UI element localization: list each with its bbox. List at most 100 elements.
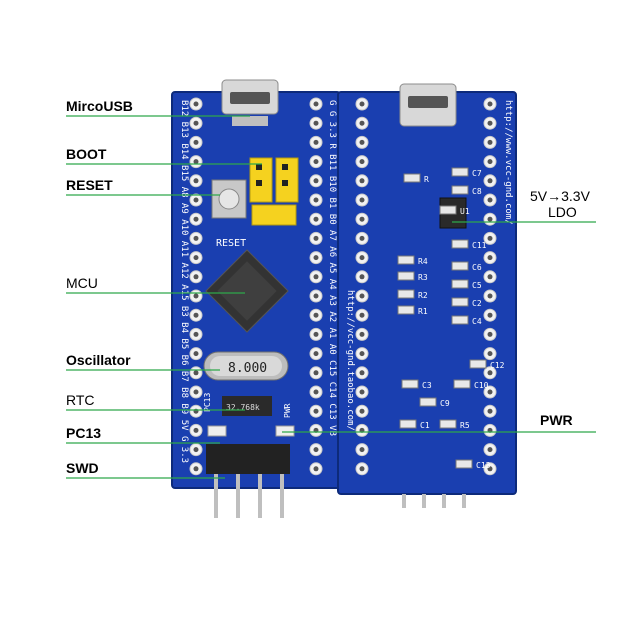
front-pad-hole <box>193 159 199 165</box>
back-pad-hole <box>487 447 493 453</box>
label-microusb: MircoUSB <box>66 98 133 114</box>
back-smd-part <box>439 419 457 429</box>
back-pad-hole <box>359 389 365 395</box>
back-smd-part <box>453 379 471 389</box>
back-pad-hole <box>487 197 493 203</box>
crystal-oscillator <box>203 351 289 381</box>
back-part-label: C13 <box>476 461 491 470</box>
pwr-led <box>275 425 295 437</box>
back-part-label: U1 <box>460 207 470 216</box>
back-part-label: C3 <box>422 381 432 390</box>
back-pad-hole <box>487 408 493 414</box>
back-smd-part <box>469 359 487 369</box>
back-pad-hole <box>359 178 365 184</box>
front-pad-hole <box>313 255 319 261</box>
back-pad-hole <box>359 255 365 261</box>
back-pad-hole <box>359 370 365 376</box>
front-pad-hole <box>313 466 319 472</box>
back-url-taobao: http://vcc-gnd.taobao.com/ <box>345 290 355 431</box>
back-pad-hole <box>487 370 493 376</box>
swd-header <box>206 444 290 518</box>
front-pad-hole <box>193 293 199 299</box>
front-pad-hole <box>313 274 319 280</box>
back-pad-hole <box>359 235 365 241</box>
front-pad-hole <box>313 331 319 337</box>
front-pad-hole <box>193 139 199 145</box>
front-pad-hole <box>193 370 199 376</box>
front-pad-hole <box>193 389 199 395</box>
label-swd: SWD <box>66 460 99 476</box>
back-pad-column-left <box>355 97 369 476</box>
front-pad-hole <box>193 235 199 241</box>
back-pad-hole <box>487 120 493 126</box>
back-pad-column-right <box>483 97 497 476</box>
back-smd-part <box>397 289 415 299</box>
back-part-label: C10 <box>474 381 489 390</box>
back-part-label: R4 <box>418 257 428 266</box>
back-smd-part <box>451 261 469 271</box>
front-pad-hole <box>193 216 199 222</box>
back-part-label: R2 <box>418 291 428 300</box>
front-pad-hole <box>313 293 319 299</box>
back-pad-hole <box>359 466 365 472</box>
back-smd-part <box>451 315 469 325</box>
back-pad-hole <box>487 293 493 299</box>
back-pad-hole <box>359 139 365 145</box>
back-pad-hole <box>487 389 493 395</box>
back-part-label: C5 <box>472 281 482 290</box>
back-part-label: C9 <box>440 399 450 408</box>
pc13-silk: PC13 <box>203 393 212 412</box>
back-part-label: C12 <box>490 361 505 370</box>
front-pad-hole <box>313 408 319 414</box>
back-pad-hole <box>487 139 493 145</box>
back-smd-part <box>439 205 457 215</box>
back-pad-hole <box>359 216 365 222</box>
rtc-crystal <box>222 396 272 416</box>
back-usb-connector <box>399 83 457 127</box>
front-right-pin-labels: G G 3.3 R B11 B10 B1 B0 A7 A6 A5 A4 A3 A… <box>327 100 337 436</box>
front-pad-hole <box>313 139 319 145</box>
front-pad-hole <box>193 427 199 433</box>
front-pad-hole <box>193 274 199 280</box>
back-smd-part <box>451 297 469 307</box>
back-pad-hole <box>359 351 365 357</box>
back-part-label: C8 <box>472 187 482 196</box>
label-ldo-voltage: 5V→3.3V <box>530 188 590 204</box>
label-mcu: MCU <box>66 275 98 291</box>
back-part-label: C11 <box>472 241 487 250</box>
front-pad-hole <box>313 197 319 203</box>
back-pad-hole <box>487 312 493 318</box>
back-pad-hole <box>487 274 493 280</box>
label-ldo: LDO <box>548 204 577 220</box>
front-pad-hole <box>193 197 199 203</box>
front-pad-hole <box>193 351 199 357</box>
front-pad-hole <box>313 159 319 165</box>
back-smd-part <box>401 379 419 389</box>
back-pad-hole <box>487 351 493 357</box>
back-part-label: R1 <box>418 307 428 316</box>
front-pad-hole <box>313 216 319 222</box>
back-pad-hole <box>487 255 493 261</box>
front-left-pin-labels: B12 B13 B14 B15 A8 A9 A10 A11 A12 A15 B3… <box>179 100 189 463</box>
back-smd-part <box>455 459 473 469</box>
front-pad-hole <box>193 466 199 472</box>
label-oscillator: Oscillator <box>66 352 131 368</box>
label-pc13: PC13 <box>66 425 102 441</box>
front-pad-hole <box>313 447 319 453</box>
pc13-led <box>207 425 227 437</box>
front-pad-hole <box>313 370 319 376</box>
back-smd-part <box>451 279 469 289</box>
back-smd-part <box>403 173 421 183</box>
front-pad-hole <box>313 351 319 357</box>
front-pad-hole <box>193 331 199 337</box>
label-rtc: RTC <box>66 392 95 408</box>
back-pad-hole <box>359 447 365 453</box>
label-pwr: PWR <box>540 412 573 428</box>
back-components: C7C8RU1C11C6C5C2C4R4R3R2R1C3C9C10R5C1C12… <box>397 167 505 470</box>
back-smd-part <box>451 167 469 177</box>
front-pad-hole <box>193 178 199 184</box>
back-part-label: C4 <box>472 317 482 326</box>
back-pad-hole <box>359 293 365 299</box>
front-pad-hole <box>313 389 319 395</box>
back-smd-part <box>399 419 417 429</box>
